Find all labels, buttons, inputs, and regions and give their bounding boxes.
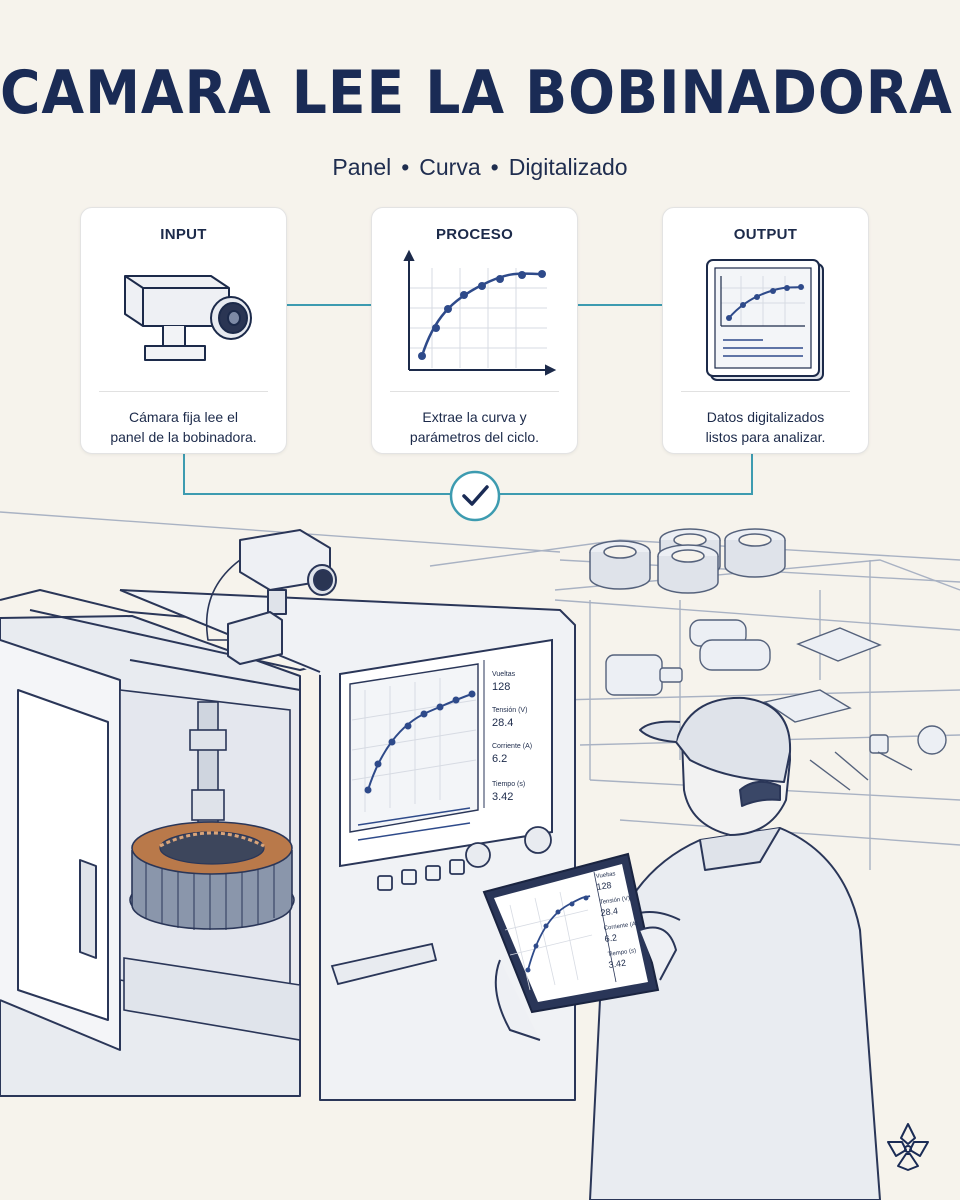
flower-logo-icon: [887, 1123, 929, 1171]
output-card: OUTPUT Datos digitalizados listos para a…: [662, 207, 869, 454]
operator-figure: [589, 696, 881, 1200]
tablet-readout-label-2: Tensión (V): [599, 896, 630, 906]
input-description-line-2: panel de la bobinadora.: [110, 429, 257, 445]
mounted-camera: [205, 529, 337, 665]
tablet-readout-value-2: 28.4: [600, 906, 619, 918]
curve-chart-icon: [403, 249, 557, 376]
output-divider: [681, 391, 850, 392]
motor-parts: [605, 619, 947, 791]
subtitle-item-panel: Panel: [332, 154, 392, 180]
output-description-line-2: listos para analizar.: [705, 429, 826, 445]
process-card: PROCESO Extrae la curva y parámetros del…: [371, 207, 578, 454]
output-description: Datos digitalizados listos para analizar…: [673, 407, 858, 447]
process-divider: [390, 391, 559, 392]
input-divider: [99, 391, 268, 392]
flow-connectors: [183, 304, 753, 522]
stator-coil: [123, 821, 301, 1041]
machine-display: [330, 638, 553, 986]
machine-readout-value-1: 128: [492, 681, 510, 693]
tablet-readout-label-1: Vueltas: [595, 871, 615, 880]
machine-readout-value-4: 3.42: [492, 791, 513, 803]
page-title: CAMARA LEE LA BOBINADORA: [0, 58, 953, 128]
machine-readouts: Vueltas 128 Tensión (V) 28.4 Corriente (…: [492, 671, 532, 803]
tablet-readout-label-4: Tiempo (s): [607, 948, 636, 958]
check-circle-icon: [449, 470, 501, 522]
process-description: Extrae la curva y parámetros del ciclo.: [382, 407, 567, 447]
tablet-readout-value-1: 128: [596, 880, 612, 892]
tablet-device: [482, 852, 678, 1041]
stator-parts: [589, 528, 786, 594]
input-description-line-1: Cámara fija lee el: [129, 409, 238, 425]
machine-readout-label-3: Corriente (A): [492, 743, 532, 750]
tablet-readout-label-3: Corriente (A): [603, 921, 638, 932]
output-description-line-1: Datos digitalizados: [706, 409, 825, 425]
camera-icon: [124, 275, 252, 361]
document-chart-icon: [706, 259, 824, 381]
process-description-line-1: Extrae la curva y: [422, 409, 527, 425]
machine-readout-value-2: 28.4: [492, 717, 513, 729]
subtitle-item-digitalizado: Digitalizado: [508, 154, 628, 180]
process-heading: PROCESO: [435, 226, 514, 243]
tablet-readouts: Vueltas 128 Tensión (V) 28.4 Corriente (…: [595, 871, 638, 970]
input-card: INPUT Cámara fija lee el panel de la bob…: [80, 207, 287, 454]
input-heading: INPUT: [160, 226, 207, 243]
machine-readout-value-3: 6.2: [492, 753, 507, 765]
input-description: Cámara fija lee el panel de la bobinador…: [91, 407, 276, 447]
subtitle-item-curva: Curva: [419, 154, 481, 180]
tablet-readout-value-4: 3.42: [608, 958, 627, 970]
process-description-line-2: parámetros del ciclo.: [409, 429, 540, 445]
machine-readout-label-2: Tensión (V): [492, 707, 527, 714]
connector-bottom-loop: [183, 454, 753, 495]
tablet-readout-value-3: 6.2: [604, 932, 618, 944]
output-heading: OUTPUT: [733, 226, 798, 243]
subtitle-separator: •: [401, 154, 410, 180]
machine-readout-label-1: Vueltas: [492, 671, 516, 678]
subtitle-separator: •: [490, 154, 499, 180]
machine-readout-label-4: Tiempo (s): [492, 781, 525, 788]
subtitle: Panel • Curva • Digitalizado: [0, 154, 960, 181]
